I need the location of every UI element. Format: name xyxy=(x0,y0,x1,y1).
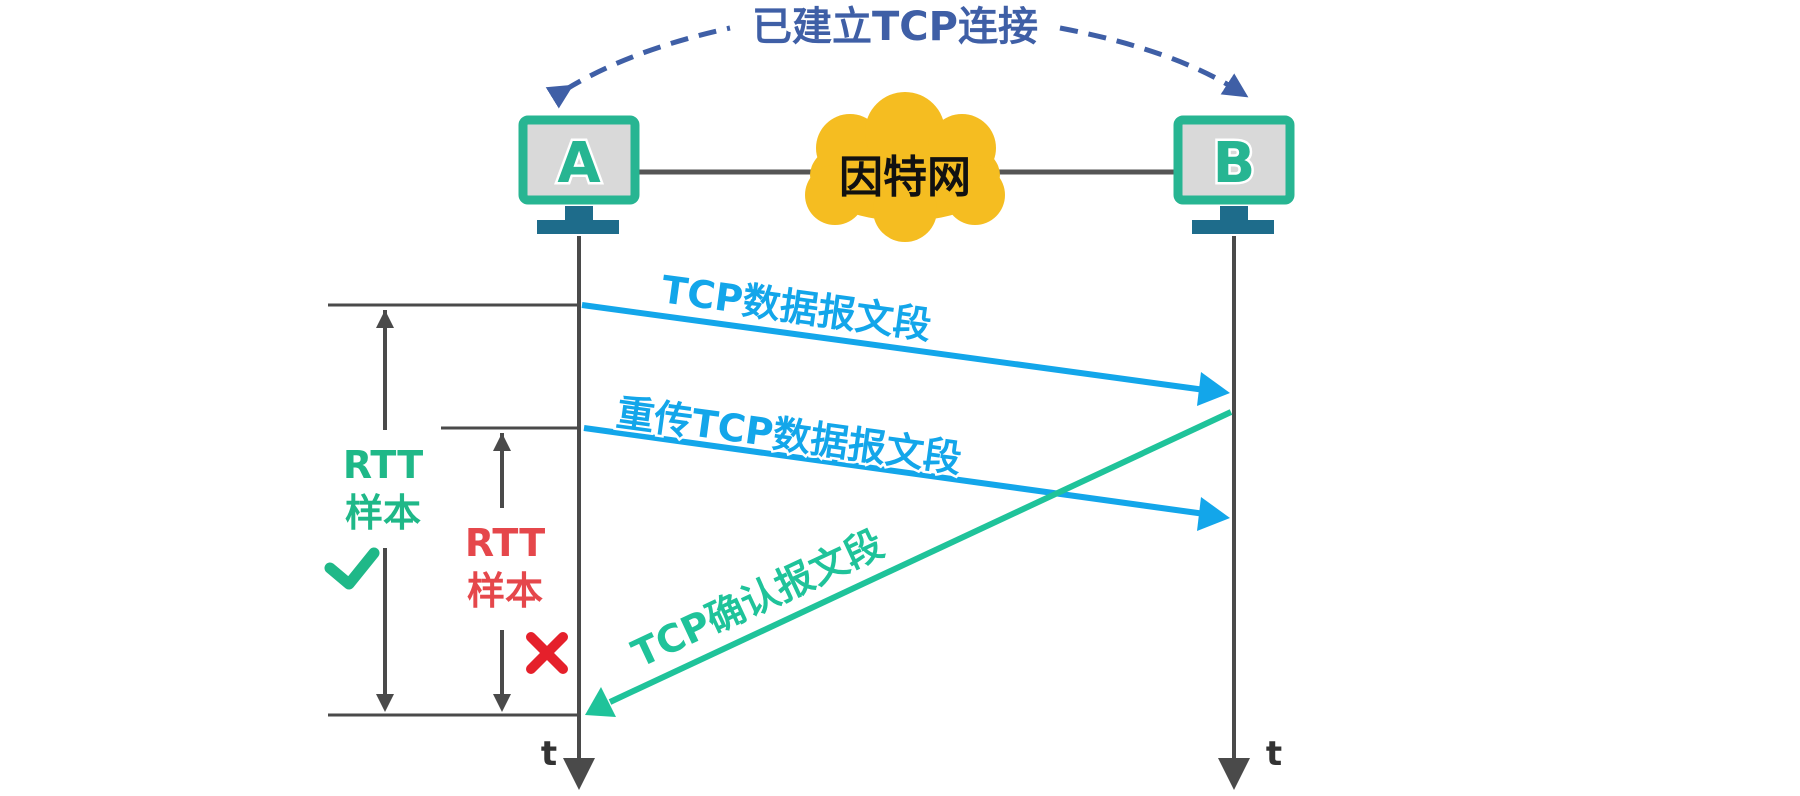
time-label-b: t xyxy=(1266,734,1282,774)
invalid-cross-icon xyxy=(526,632,568,674)
segment-2-label: 重传TCP数据报文段 xyxy=(614,390,964,481)
host-a-computer-icon xyxy=(518,115,640,234)
host-b-label: B xyxy=(1213,131,1256,196)
rtt-valid-measure xyxy=(376,310,394,712)
rtt-invalid-measure xyxy=(493,433,511,712)
segment-2-arrow xyxy=(583,425,1230,531)
ack-segment-arrow xyxy=(585,409,1233,717)
time-label-a: t xyxy=(541,734,557,774)
host-a-label: A xyxy=(557,131,601,196)
segment-1-arrow xyxy=(581,302,1230,406)
internet-cloud-icon xyxy=(805,92,1005,242)
host-b-computer-icon xyxy=(1173,115,1295,234)
internet-label: 因特网 xyxy=(839,152,971,203)
connection-arc xyxy=(545,25,1249,109)
ack-segment-label: TCP确认报文段 xyxy=(625,521,890,676)
connection-label: 已建立TCP连接 xyxy=(752,4,1038,50)
rtt-invalid-line1: RTT xyxy=(465,521,545,565)
rtt-invalid-line2: 样本 xyxy=(467,569,543,613)
rtt-valid-line2: 样本 xyxy=(345,491,421,535)
rtt-valid-line1: RTT xyxy=(343,443,423,487)
valid-check-icon xyxy=(324,547,380,590)
